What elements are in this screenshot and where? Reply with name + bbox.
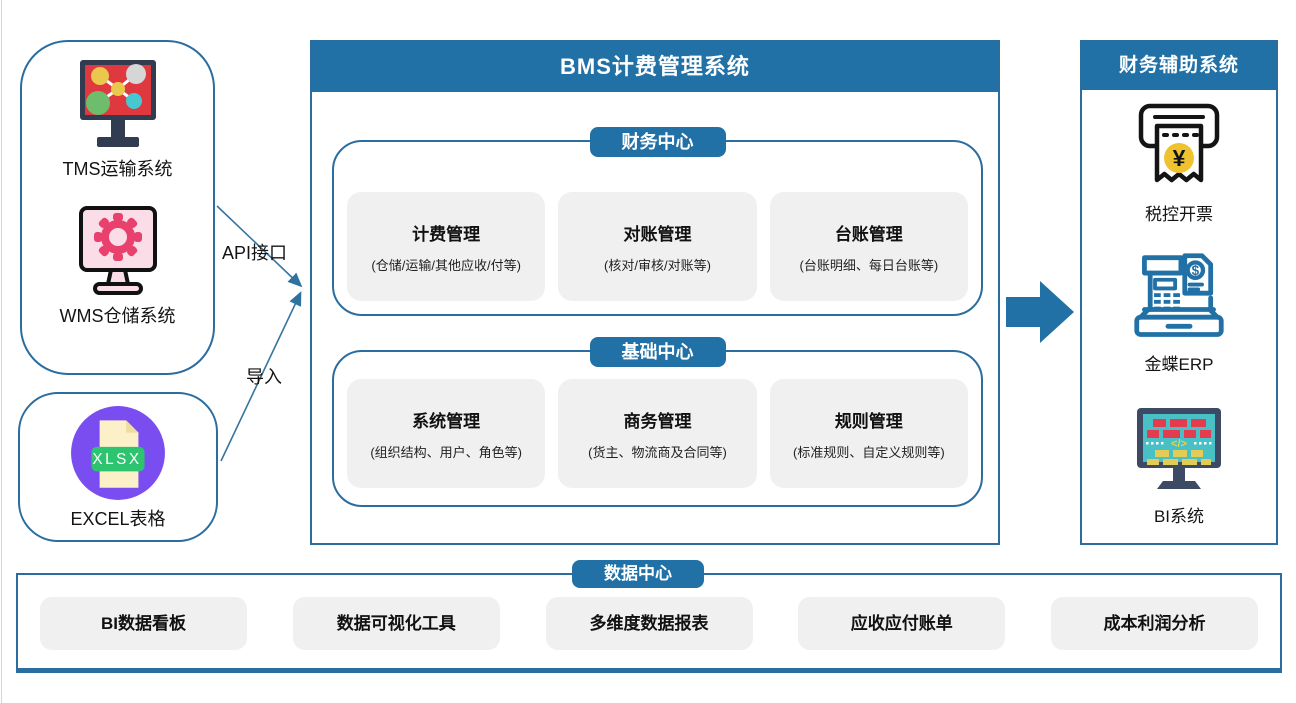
- wms-label: WMS仓储系统: [59, 306, 176, 326]
- bms-card-ledger: 台账管理 (台账明细、每日台账等): [769, 192, 968, 301]
- bms-card-reconciliation: 对账管理 (核对/审核/对账等): [558, 192, 757, 301]
- tms-label: TMS运输系统: [62, 159, 173, 179]
- aux-item-erp: $ 金蝶ERP: [1082, 250, 1276, 375]
- import-connector-label: 导入: [246, 367, 282, 387]
- bi-label: BI系统: [1153, 507, 1205, 526]
- code-glyph: </>: [1171, 438, 1187, 450]
- erp-label: 金蝶ERP: [1144, 355, 1214, 374]
- source-systems-group: TMS运输系统 WMS仓储系统: [20, 40, 215, 375]
- data-center-box: 数据中心 BI数据看板 数据可视化工具 多维度数据报表 应收应付账单 成本利润分…: [16, 560, 1282, 673]
- excel-source-group: XLSX EXCEL表格: [18, 392, 218, 542]
- finance-center-group: 财务中心 计费管理 (仓储/运输/其他应收/付等) 对账管理 (核对/审核/对账…: [332, 127, 983, 316]
- excel-badge-text: XLSX: [92, 451, 141, 468]
- bms-title: BMS计费管理系统: [312, 42, 998, 92]
- excel-label: EXCEL表格: [70, 509, 166, 529]
- data-center-card: 多维度数据报表: [545, 597, 753, 650]
- basic-center-group: 基础中心 系统管理 (组织结构、用户、角色等) 商务管理 (货主、物流商及合同等…: [332, 337, 983, 507]
- finance-aux-title: 财务辅助系统: [1082, 42, 1276, 90]
- data-center-card: 成本利润分析: [1051, 597, 1258, 650]
- data-center-badge: 数据中心: [572, 560, 704, 588]
- flow-arrow-icon: [1006, 281, 1074, 343]
- bms-card-system: 系统管理 (组织结构、用户、角色等): [347, 379, 546, 488]
- aux-item-bi: </> BI系统: [1082, 406, 1276, 527]
- bms-system-box: BMS计费管理系统 财务中心 计费管理 (仓储/运输/其他应收/付等) 对账管理…: [310, 40, 1000, 545]
- excel-file-icon: XLSX: [71, 406, 165, 500]
- bi-monitor-icon: </>: [1137, 408, 1221, 489]
- tms-monitor-icon: [79, 60, 156, 147]
- invoice-printer-icon: ¥: [1138, 103, 1220, 183]
- data-center-card: BI数据看板: [40, 597, 247, 650]
- data-center-card: 应收应付账单: [798, 597, 1006, 650]
- source-item-wms: WMS仓储系统: [60, 205, 176, 328]
- screen-edge-line: [1, 0, 2, 703]
- bms-card-billing: 计费管理 (仓储/运输/其他应收/付等): [347, 192, 546, 301]
- bms-card-rules: 规则管理 (标准规则、自定义规则等): [769, 379, 968, 488]
- data-center-card: 数据可视化工具: [292, 597, 500, 650]
- api-connector-label: API接口: [222, 243, 288, 263]
- bms-card-business: 商务管理 (货主、物流商及合同等): [558, 379, 757, 488]
- source-item-tms: TMS运输系统: [63, 58, 173, 181]
- cash-register-icon: $: [1134, 253, 1224, 337]
- wms-gear-monitor-icon: [78, 206, 157, 295]
- yuan-glyph: ¥: [1173, 145, 1186, 171]
- dollar-glyph: $: [1192, 263, 1200, 278]
- finance-aux-box: 财务辅助系统 ¥ 税控开票: [1080, 40, 1278, 545]
- basic-center-badge: 基础中心: [589, 337, 726, 367]
- aux-item-invoice: ¥ 税控开票: [1082, 96, 1276, 225]
- finance-center-badge: 财务中心: [589, 127, 726, 157]
- invoice-label: 税控开票: [1145, 205, 1213, 224]
